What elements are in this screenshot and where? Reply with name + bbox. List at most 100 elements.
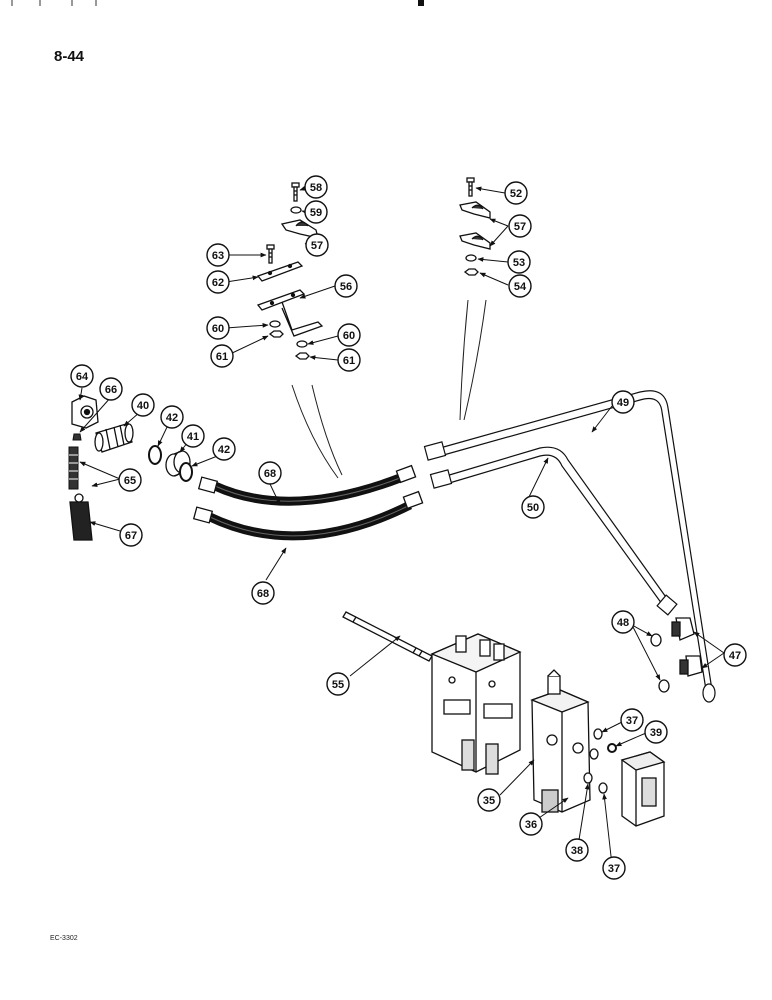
callout-circle: [723, 643, 747, 667]
elbow-47-lower: [679, 655, 703, 677]
callout-c54: 54: [508, 274, 532, 298]
callout-circle: [131, 393, 155, 417]
callout-label: 53: [513, 257, 525, 269]
callout-circle: [337, 348, 361, 372]
callout-circle: [70, 364, 94, 388]
callout-c40: 40: [131, 393, 155, 417]
callout-circle: [508, 214, 532, 238]
lever-67: [69, 493, 93, 541]
callout-c60b: 60: [337, 323, 361, 347]
callout-circle: [251, 581, 275, 605]
callout-circle: [304, 175, 328, 199]
coupler-body-40: [94, 423, 134, 453]
assembly-guide-lines: [291, 299, 487, 479]
leader-lines: [78, 186, 725, 866]
callout-c68a: 68: [258, 461, 282, 485]
callout-c62: 62: [206, 270, 230, 294]
callout-label: 64: [76, 371, 89, 383]
callout-label: 52: [510, 188, 522, 200]
clamp-57-right: [459, 201, 491, 250]
callout-circle: [99, 377, 123, 401]
callout-label: 37: [608, 863, 620, 875]
callout-c35: 35: [477, 788, 501, 812]
callout-label: 60: [212, 323, 224, 335]
callout-circle: [602, 856, 626, 880]
registration-marks: [11, 0, 424, 6]
stud-55: [342, 611, 433, 662]
callout-circle: [611, 390, 635, 414]
callout-c56: 56: [334, 274, 358, 298]
bolt-52: [466, 177, 475, 197]
callout-c53: 53: [507, 250, 531, 274]
callout-c66: 66: [99, 377, 123, 401]
callout-circle: [181, 424, 205, 448]
callout-label: 60: [343, 330, 355, 342]
o-ring-upper-seal: [589, 748, 599, 760]
ring-42-inner: [148, 445, 162, 465]
callout-label: 63: [212, 250, 224, 262]
valve-section-35: [530, 669, 591, 813]
callout-label: 36: [525, 819, 537, 831]
callout-c64: 64: [70, 364, 94, 388]
callout-c41: 41: [181, 424, 205, 448]
callout-circle: [326, 672, 350, 696]
callout-label: 56: [340, 281, 352, 293]
callout-circle: [160, 405, 184, 429]
callout-circle: [504, 181, 528, 205]
washer-53: [465, 254, 477, 262]
callout-c63: 63: [206, 243, 230, 267]
callout-c37b: 37: [602, 856, 626, 880]
clamp-57-left: [280, 219, 319, 239]
callout-label: 48: [617, 617, 629, 629]
callout-label: 54: [514, 281, 527, 293]
callout-circle: [620, 708, 644, 732]
o-ring-38: [583, 772, 593, 784]
callout-label: 61: [216, 351, 228, 363]
nut-61-right: [294, 352, 310, 360]
callout-circle: [119, 523, 143, 547]
o-ring-39: [607, 743, 617, 753]
o-ring-48-upper: [650, 633, 662, 647]
bolt-63: [266, 244, 275, 264]
callout-circle: [305, 233, 329, 257]
callout-label: 40: [137, 400, 149, 412]
callout-circle: [337, 323, 361, 347]
callout-c55: 55: [326, 672, 350, 696]
callout-circle: [508, 274, 532, 298]
callout-label: 35: [483, 795, 495, 807]
callout-c48: 48: [611, 610, 635, 634]
end-cover: [620, 751, 666, 827]
callout-c38: 38: [565, 838, 589, 862]
spring-65: [68, 446, 79, 490]
callout-c37a: 37: [620, 708, 644, 732]
callout-circle: [334, 274, 358, 298]
elbow-47-upper: [671, 617, 695, 641]
callout-c50: 50: [521, 495, 545, 519]
callout-c61a: 61: [210, 344, 234, 368]
callout-circle: [521, 495, 545, 519]
washer-60-right: [296, 340, 308, 348]
callout-c47: 47: [723, 643, 747, 667]
callout-circle: [206, 270, 230, 294]
callout-c65: 65: [118, 468, 142, 492]
callout-c42a: 42: [160, 405, 184, 429]
callout-circle: [477, 788, 501, 812]
callout-c61b: 61: [337, 348, 361, 372]
ball-66: [72, 433, 82, 441]
callout-label: 37: [626, 715, 638, 727]
callout-circle: [519, 812, 543, 836]
callout-label: 41: [187, 431, 199, 443]
callout-circle: [644, 720, 668, 744]
o-ring-48-lower: [658, 679, 670, 693]
ring-42-outer: [179, 462, 193, 482]
callout-c68b: 68: [251, 581, 275, 605]
callout-circle: [611, 610, 635, 634]
nut-61-left: [268, 330, 284, 338]
nut-54: [463, 268, 479, 276]
tube-50: [429, 446, 678, 616]
callout-label: 59: [310, 207, 322, 219]
callout-c59: 59: [304, 200, 328, 224]
